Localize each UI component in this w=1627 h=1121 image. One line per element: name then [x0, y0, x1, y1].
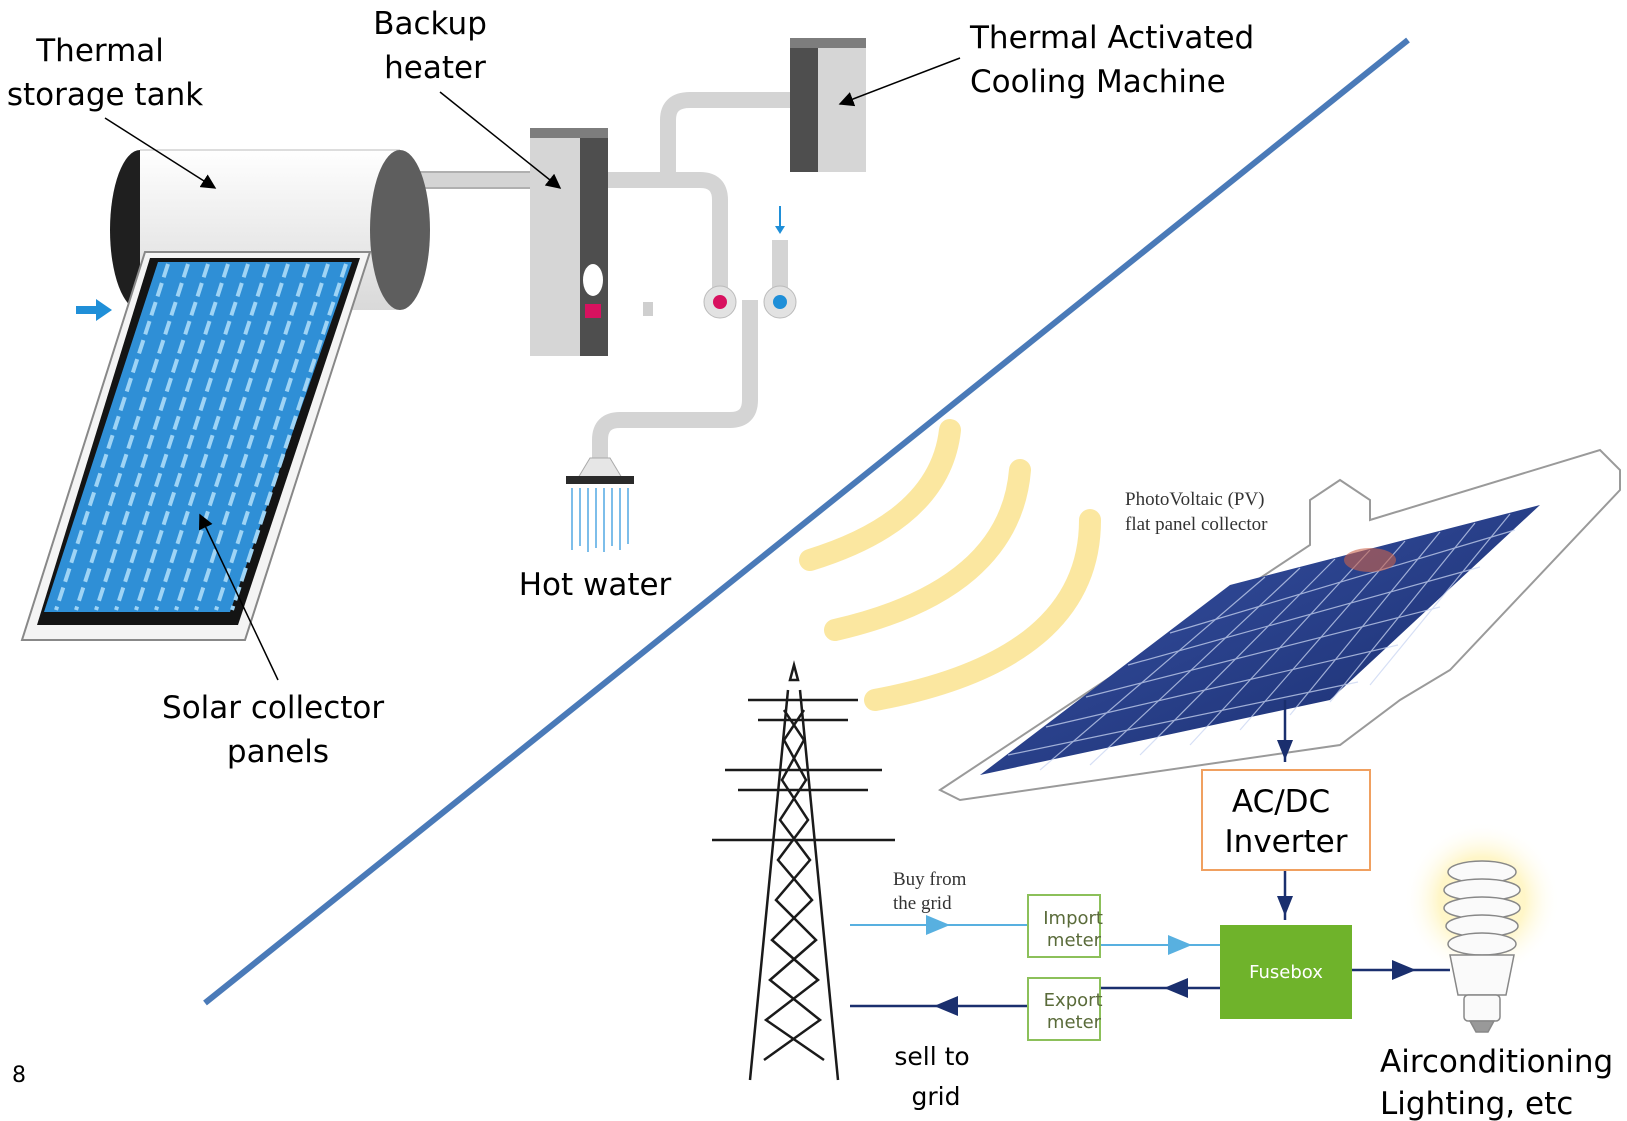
transmission-tower — [712, 660, 895, 1081]
thermal-system: Thermal storage tank Backup heater Therm… — [7, 6, 1264, 770]
cold-inlet-arrow — [76, 299, 112, 321]
arrow-fusebox-to-loads — [1392, 960, 1416, 980]
inverter-box: AC/DC Inverter — [1201, 769, 1371, 871]
label-pv-collector: PhotoVoltaic (PV) flat panel collector — [1125, 489, 1269, 535]
label-cooling-machine: Thermal Activated Cooling Machine — [969, 20, 1264, 100]
label-line: the grid — [893, 893, 952, 914]
shower-head — [566, 457, 634, 552]
label-line: Lighting, etc — [1380, 1086, 1573, 1121]
hot-valve — [703, 285, 737, 319]
label-line: Export — [1044, 990, 1103, 1011]
cold-in-arrowhead — [775, 226, 785, 234]
label-line: Solar collector — [162, 690, 384, 726]
label-line: grid — [912, 1082, 961, 1111]
label-sell-to-grid: sell to grid — [894, 1042, 977, 1111]
arrow-import-to-fusebox — [1168, 935, 1192, 955]
solar-collector-panel — [20, 251, 372, 641]
label-thermal-storage-tank: Thermal storage tank — [7, 33, 203, 113]
export-meter: Export meter — [1027, 977, 1109, 1041]
label-hot-water: Hot water — [519, 567, 672, 603]
label-import-meter: Import meter — [1043, 908, 1108, 951]
cold-valve — [763, 285, 797, 319]
pv-system: AC/DC Inverter Import meter Export meter… — [712, 419, 1623, 1121]
label-line: AC/DC — [1232, 784, 1330, 820]
arrow-inverter-to-fusebox — [1277, 896, 1293, 916]
backup-heater — [530, 128, 608, 356]
label-line: sell to — [894, 1042, 969, 1071]
label-solar-collector: Solar collector panels — [162, 690, 394, 770]
pipe-outline — [410, 171, 530, 189]
arrow-pv-to-inverter — [1277, 740, 1293, 760]
lightbulb-icon — [1404, 822, 1560, 1033]
slide-number: 8 — [12, 1063, 26, 1088]
cooling-machine — [790, 38, 866, 172]
collector-tubes — [54, 263, 348, 611]
label-line: panels — [227, 734, 329, 770]
arrow-export-to-grid — [934, 996, 958, 1016]
diagonal-divider — [203, 37, 1410, 1006]
label-line: Buy from — [893, 869, 967, 890]
import-meter: Import meter — [1027, 894, 1108, 958]
arrow-fusebox-to-export — [1164, 978, 1188, 998]
label-line: Thermal Activated — [969, 20, 1254, 56]
thermal-storage-tank — [110, 149, 430, 310]
label-backup-heater: Backup heater — [373, 6, 497, 86]
thermal-leader-lines — [104, 57, 961, 681]
sun-rays — [799, 419, 1101, 711]
label-line: meter — [1047, 1012, 1102, 1033]
label-loads: Airconditioning Lighting, etc — [1380, 1044, 1623, 1121]
label-export-meter: Export meter — [1044, 990, 1109, 1033]
label-line: Airconditioning — [1380, 1044, 1613, 1080]
label-line: Cooling Machine — [970, 64, 1226, 100]
label-line: Thermal — [35, 33, 164, 69]
label-line: meter — [1047, 930, 1102, 951]
label-line: flat panel collector — [1125, 514, 1268, 535]
label-buy-from-grid: Buy from the grid — [893, 869, 971, 914]
label-fusebox: Fusebox — [1249, 962, 1323, 983]
label-line: PhotoVoltaic (PV) — [1125, 489, 1265, 510]
label-line: Backup — [373, 6, 487, 42]
arrow-grid-to-import — [926, 915, 950, 935]
label-line: storage tank — [7, 77, 203, 113]
pv-panel — [980, 505, 1540, 775]
label-line: Inverter — [1225, 824, 1348, 860]
fusebox: Fusebox — [1220, 925, 1352, 1019]
small-marker — [643, 302, 653, 316]
label-line: Import — [1043, 908, 1103, 929]
label-inverter: AC/DC Inverter — [1225, 784, 1348, 860]
label-line: heater — [384, 50, 486, 86]
